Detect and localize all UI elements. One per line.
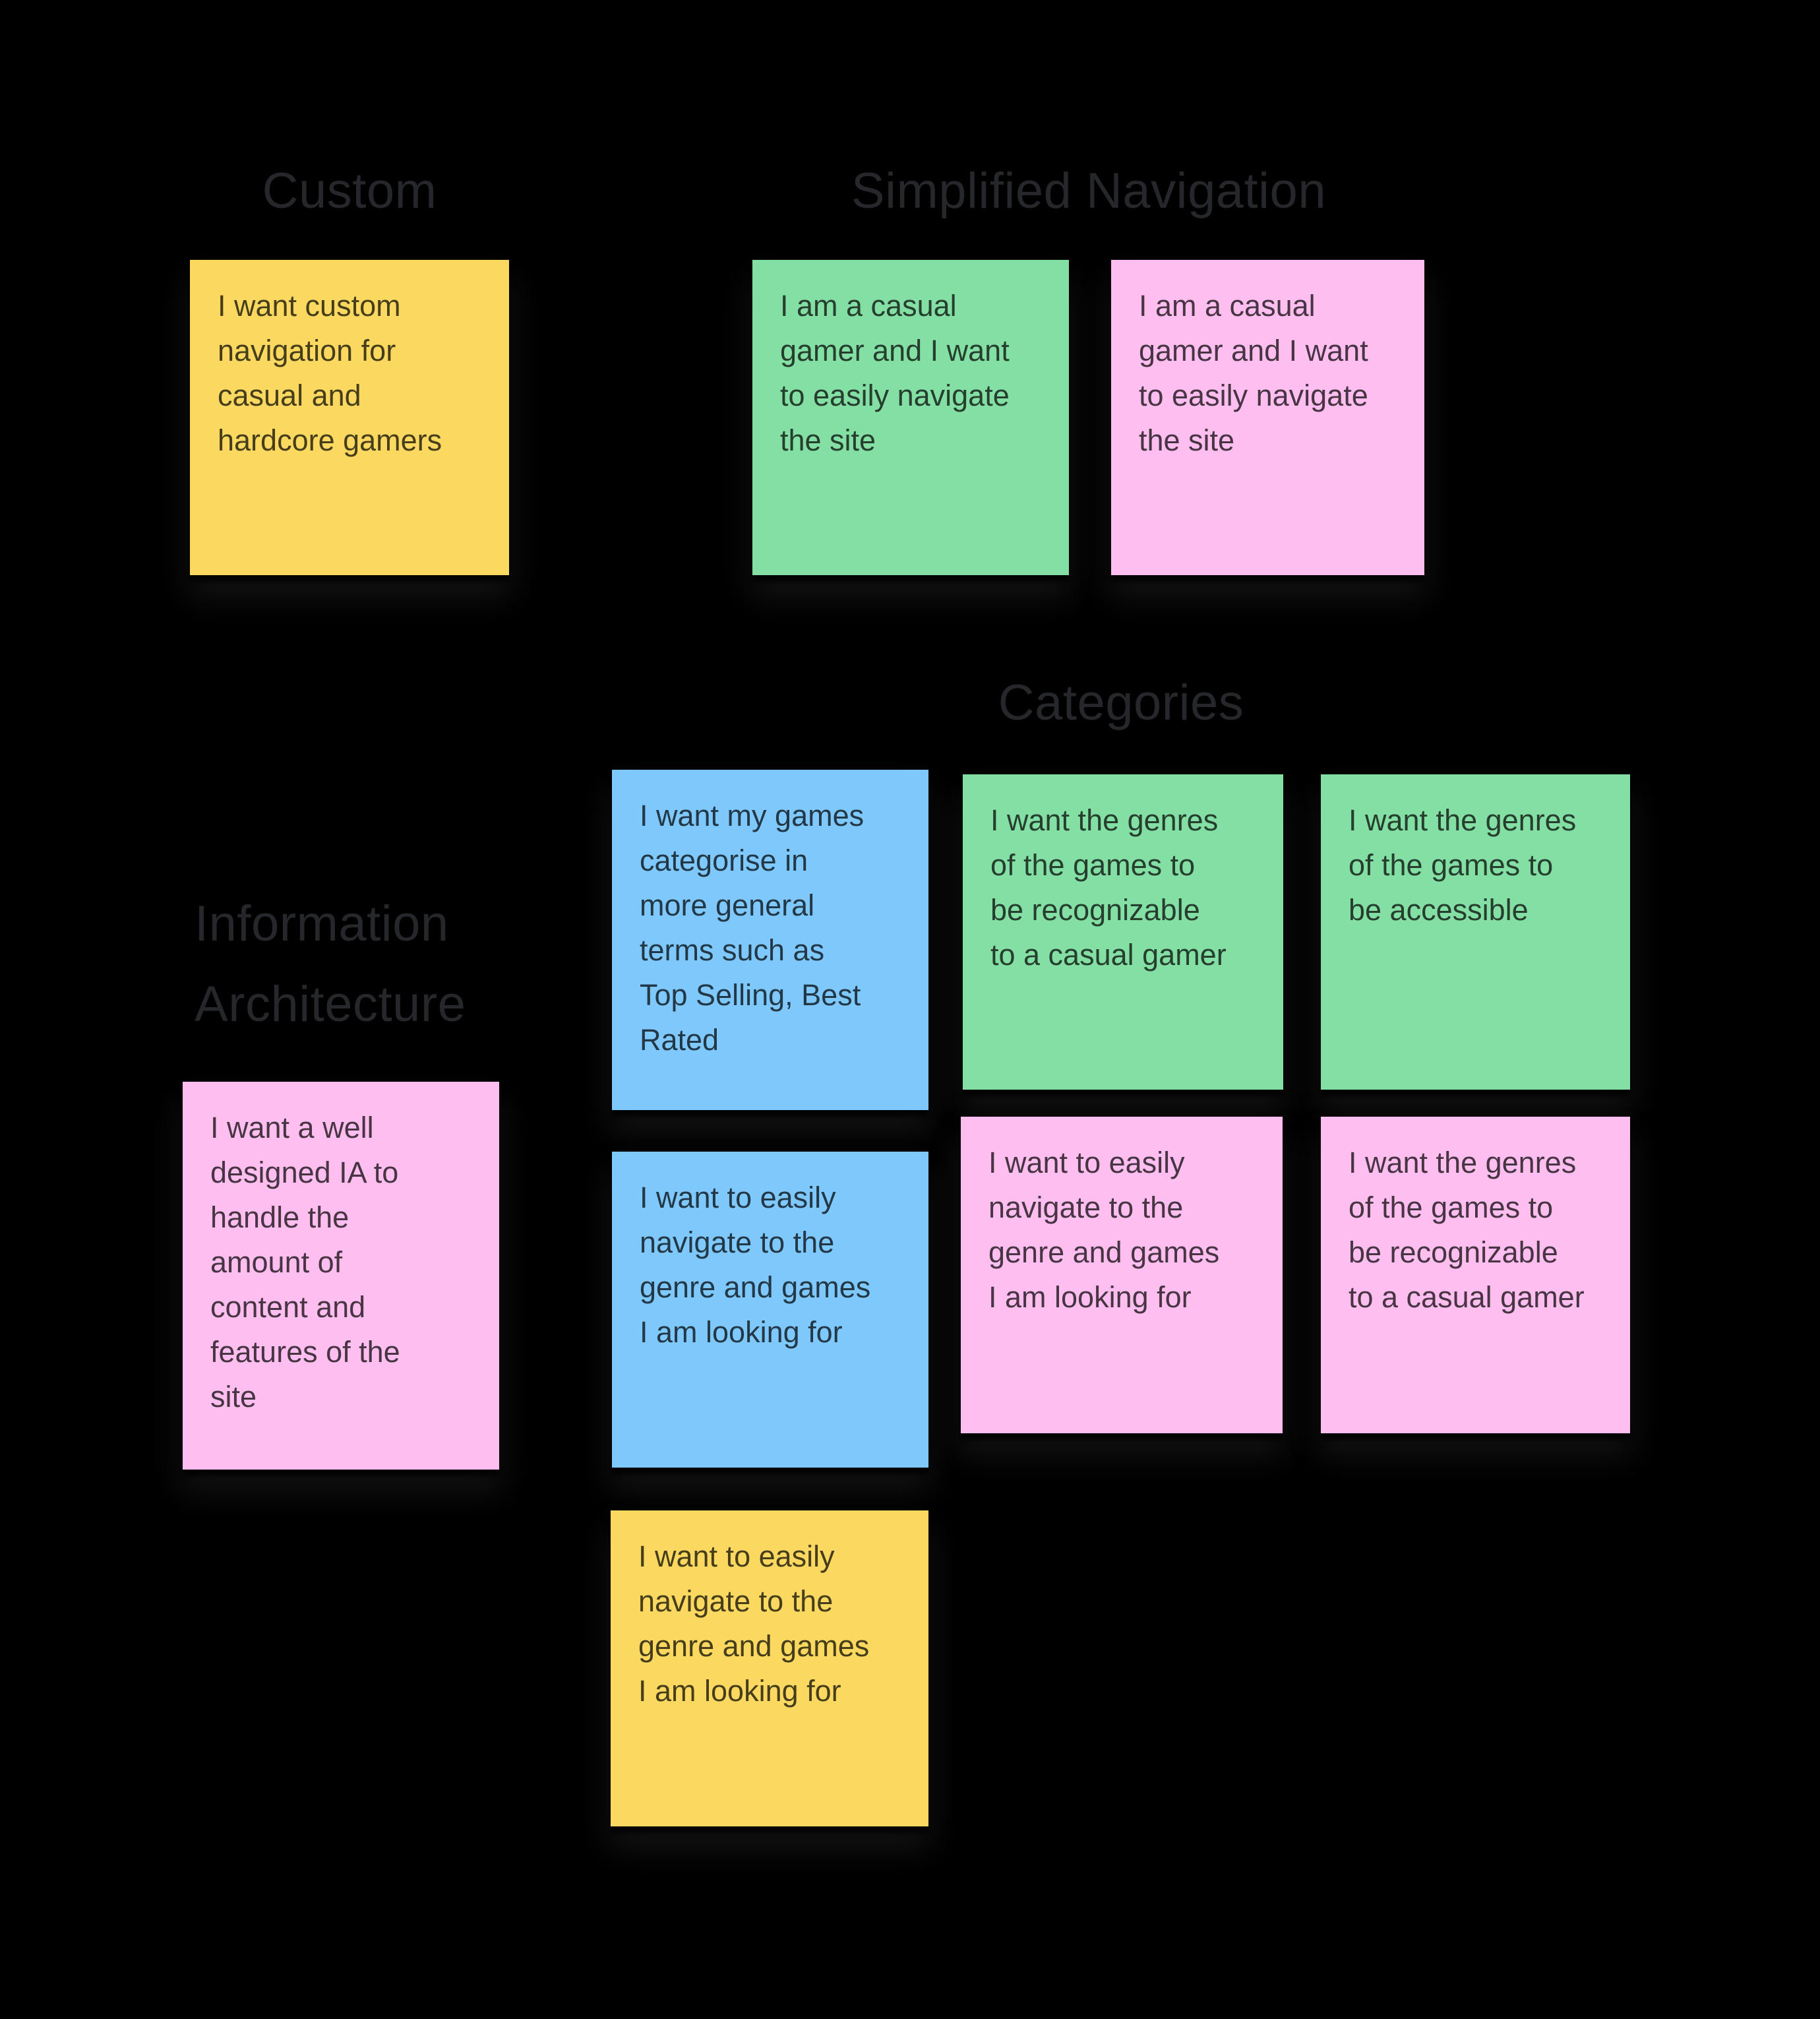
sticky-note-text: I want my games categorise in more gener… bbox=[640, 799, 864, 1057]
sticky-note-genres-recognizable-pink[interactable]: I want the genres of the games to be rec… bbox=[1321, 1117, 1630, 1433]
sticky-note-text: I want to easily navigate to the genre a… bbox=[638, 1539, 870, 1708]
sticky-note-text: I am a casual gamer and I want to easily… bbox=[780, 289, 1010, 457]
sticky-note-text: I want to easily navigate to the genre a… bbox=[640, 1181, 871, 1349]
sticky-note-casual-gamer-pink[interactable]: I am a casual gamer and I want to easily… bbox=[1111, 260, 1424, 575]
group-title-information-architecture[interactable]: Information Architecture bbox=[195, 896, 466, 1032]
sticky-note-custom-navigation[interactable]: I want custom navigation for casual and … bbox=[190, 260, 509, 575]
sticky-note-text: I want to easily navigate to the genre a… bbox=[988, 1146, 1220, 1314]
group-title-categories[interactable]: Categories bbox=[998, 675, 1244, 731]
sticky-note-navigate-genre-pink[interactable]: I want to easily navigate to the genre a… bbox=[961, 1117, 1283, 1433]
group-title-custom[interactable]: Custom bbox=[262, 163, 437, 219]
sticky-note-text: I want a well designed IA to handle the … bbox=[210, 1111, 400, 1413]
sticky-note-casual-gamer-green[interactable]: I am a casual gamer and I want to easily… bbox=[752, 260, 1069, 575]
sticky-note-navigate-genre-yellow[interactable]: I want to easily navigate to the genre a… bbox=[611, 1510, 928, 1826]
sticky-note-text: I want the genres of the games to be acc… bbox=[1349, 803, 1577, 927]
sticky-note-genres-recognizable-green[interactable]: I want the genres of the games to be rec… bbox=[963, 774, 1283, 1090]
sticky-note-well-designed-ia[interactable]: I want a well designed IA to handle the … bbox=[183, 1082, 499, 1470]
sticky-note-text: I want the genres of the games to be rec… bbox=[1349, 1146, 1585, 1314]
sticky-note-text: I want the genres of the games to be rec… bbox=[990, 803, 1227, 972]
sticky-note-genres-accessible[interactable]: I want the genres of the games to be acc… bbox=[1321, 774, 1630, 1090]
sticky-note-text: I am a casual gamer and I want to easily… bbox=[1139, 289, 1368, 457]
sticky-note-navigate-genre-blue[interactable]: I want to easily navigate to the genre a… bbox=[612, 1152, 928, 1468]
sticky-note-general-terms[interactable]: I want my games categorise in more gener… bbox=[612, 770, 928, 1110]
sticky-note-text: I want custom navigation for casual and … bbox=[218, 289, 442, 457]
group-title-simplified-navigation[interactable]: Simplified Navigation bbox=[851, 163, 1327, 219]
